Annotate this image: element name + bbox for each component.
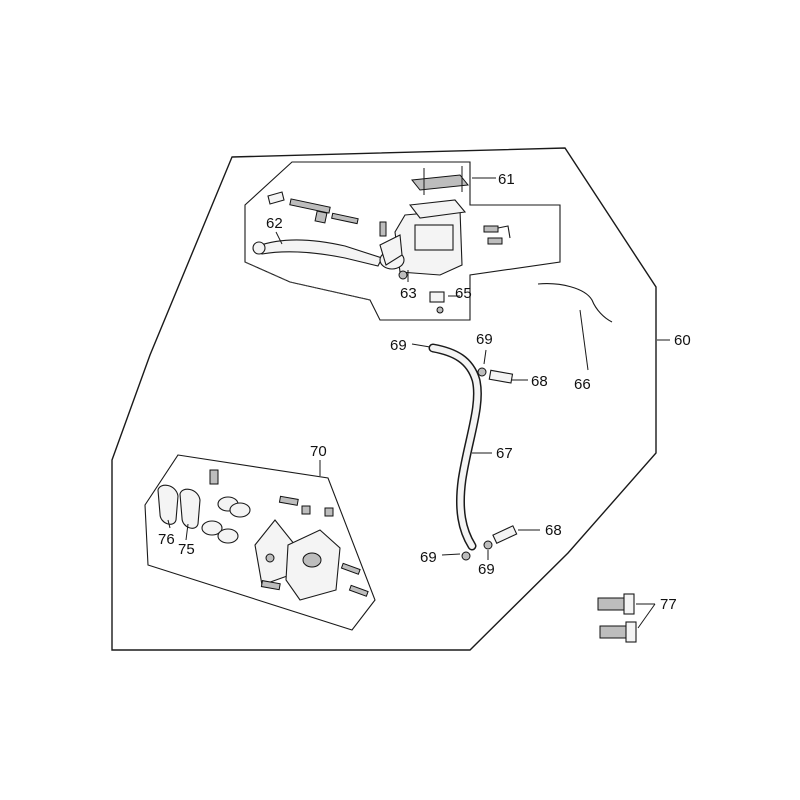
lever-hardware-row (267, 191, 359, 225)
banjo-bolt-lower-part (461, 525, 518, 561)
callout-69-upper-left: 69 (390, 337, 407, 354)
callout-77: 77 (660, 596, 677, 613)
leader-lines (167, 177, 670, 629)
brake-switch-part (429, 291, 445, 314)
callout-70: 70 (310, 443, 327, 460)
caliper-body-part (285, 529, 341, 601)
brake-switch-wire-part (537, 283, 613, 323)
callout-69-lower-right: 69 (478, 561, 495, 578)
callout-66: 66 (574, 376, 591, 393)
callout-65: 65 (455, 285, 472, 302)
callout-76: 76 (158, 531, 175, 548)
brake-pads-part (157, 484, 201, 529)
assembly-boundary-outline (111, 147, 657, 651)
callout-75: 75 (178, 541, 195, 558)
callout-labels: 61 62 63 65 60 66 69 69 68 67 70 68 69 6… (158, 171, 691, 613)
callout-69-upper-right: 69 (476, 331, 493, 348)
caliper-group-outline (144, 454, 376, 631)
brake-lever-part (252, 239, 383, 267)
callout-62: 62 (266, 215, 283, 232)
callout-61: 61 (498, 171, 515, 188)
callout-60: 60 (674, 332, 691, 349)
banjo-bolt-upper-part (477, 367, 514, 384)
mounting-bolts-part (597, 593, 637, 643)
brake-hose-part (428, 343, 482, 551)
callout-68-upper: 68 (531, 373, 548, 390)
master-cylinder-dashed-guide (244, 261, 371, 301)
master-cylinder-body-part (379, 209, 463, 280)
callout-68-lower: 68 (545, 522, 562, 539)
reservoir-cap-part (408, 166, 469, 219)
callout-67: 67 (496, 445, 513, 462)
caliper-bolts-part (260, 495, 369, 597)
master-cylinder-screws (379, 221, 511, 245)
callout-69-lower-left: 69 (420, 549, 437, 566)
callout-63: 63 (400, 285, 417, 302)
caliper-pistons-part (201, 469, 251, 544)
